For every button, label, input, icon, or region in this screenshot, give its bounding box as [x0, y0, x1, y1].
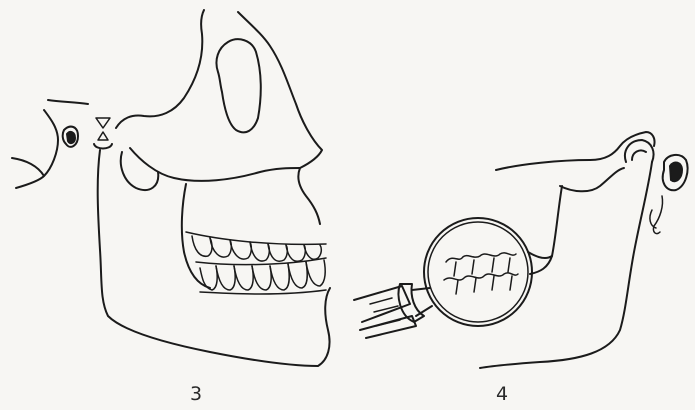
figure-3-skull	[12, 10, 330, 366]
lower-teeth	[196, 258, 326, 294]
ear-canal-right-fill	[670, 163, 682, 182]
ramus-back	[480, 162, 652, 368]
magnifier-lens-inner	[428, 222, 528, 322]
upper-tooth	[250, 242, 269, 261]
joint-marker-lower	[98, 132, 108, 140]
lower-tooth	[216, 266, 235, 290]
lower-tooth	[306, 260, 325, 286]
mandible-outline	[98, 150, 330, 366]
upper-teeth	[186, 232, 326, 261]
upper-tooth	[230, 240, 251, 259]
lower-tooth	[200, 266, 217, 290]
magnified-root-1	[454, 262, 458, 294]
lower-tooth	[288, 262, 307, 288]
cranium-outline	[116, 10, 204, 128]
jaw-upper-contour	[496, 132, 655, 170]
probe-body	[354, 286, 410, 322]
condyle-inner	[632, 150, 646, 160]
condyle-cap	[94, 144, 112, 149]
probe-instrument	[354, 284, 432, 338]
sigmoid-notch	[560, 168, 624, 191]
upper-gum-line	[186, 232, 326, 244]
joint-marker-upper	[96, 118, 110, 128]
ramus-front	[530, 186, 562, 274]
magnifier-lens	[424, 218, 532, 326]
zygoma-outline	[130, 148, 300, 181]
upper-tooth	[304, 245, 321, 259]
lower-tooth	[252, 266, 271, 290]
lower-tooth	[270, 264, 289, 290]
figure-4-label: 4	[496, 383, 508, 405]
magnified-crown-upper	[446, 253, 516, 262]
ear-canal-fill	[67, 132, 75, 143]
probe-shading	[370, 298, 400, 326]
upper-tooth	[286, 245, 305, 261]
orbit-outline	[216, 39, 260, 132]
figure-4-magnified-view	[354, 132, 688, 368]
lens-attachment	[528, 252, 552, 258]
figure-3-label: 3	[190, 383, 202, 405]
upper-tooth	[192, 236, 212, 256]
lower-tooth	[234, 266, 253, 290]
magnified-crown-lower	[444, 273, 518, 280]
lower-gum-line	[200, 290, 326, 294]
upper-tooth	[268, 244, 287, 261]
styloid-hook	[650, 196, 663, 234]
upper-tooth	[210, 238, 231, 257]
magnified-tooth-detail	[444, 253, 518, 294]
